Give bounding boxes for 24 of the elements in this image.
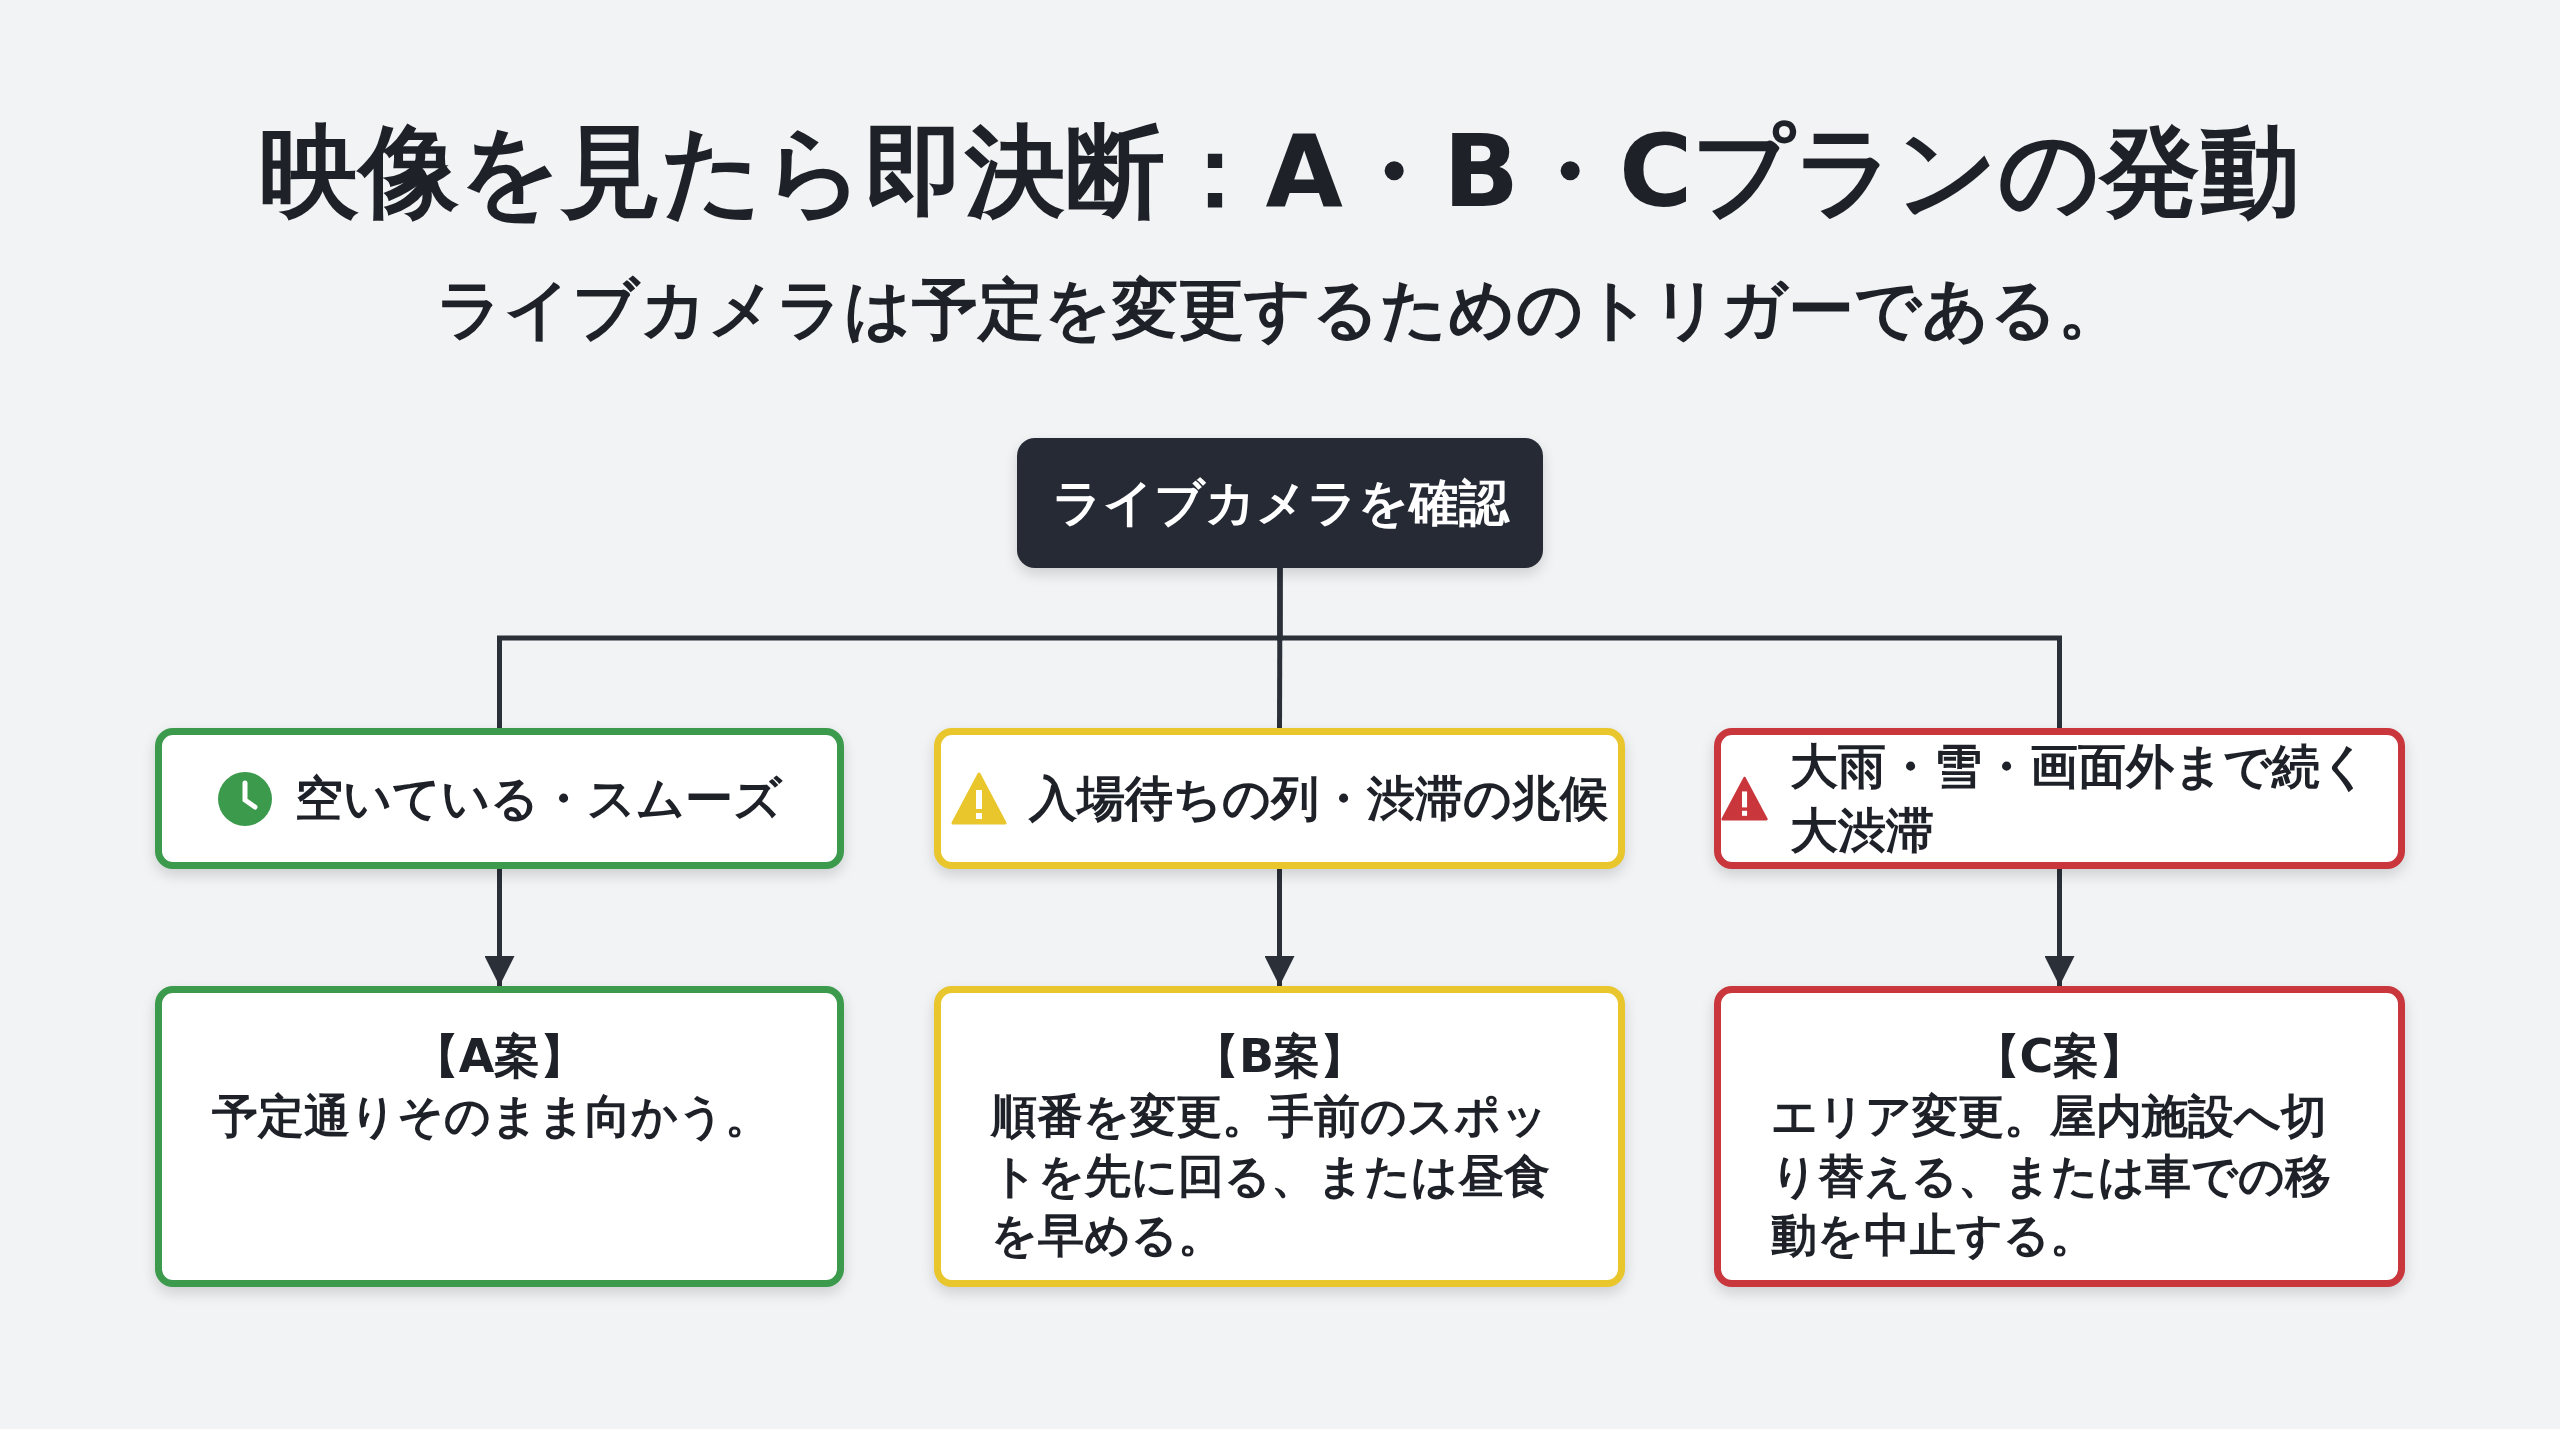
start-box xyxy=(1017,438,1543,568)
condition-label: 大雨・雪・画面外まで続く大渋滞 xyxy=(1790,736,2371,860)
condition-box xyxy=(155,728,844,869)
plan-text: 順番を変更。手前のスポットを先に回る、または昼食を早める。 xyxy=(991,1087,1551,1265)
subtitle: ライブカメラは予定を変更するためのトリガーである。 xyxy=(435,270,2125,350)
plan-text: エリア変更。屋内施設へ切り替える、または車での移動を中止する。 xyxy=(1771,1087,2332,1265)
plan-heading: 【A案】 xyxy=(411,1028,588,1085)
box-label: ライブカメラを確認 xyxy=(1051,472,1509,534)
plan-box xyxy=(934,986,1625,1287)
plan-heading: 【B案】 xyxy=(1191,1028,1368,1085)
condition-label: 空いている・スムーズ xyxy=(295,768,782,828)
plan-box xyxy=(1714,986,2405,1287)
plan-box xyxy=(155,986,844,1287)
plan-heading: 【C案】 xyxy=(1972,1028,2147,1085)
arrow xyxy=(484,869,515,986)
connector-line xyxy=(1277,568,2062,728)
arrow xyxy=(1264,869,1295,986)
title: 映像を見たら即決断：A・B・Cプランの発動 xyxy=(258,112,2302,232)
plan-text: 予定通りそのまま向かう。 xyxy=(212,1087,772,1145)
connector-line xyxy=(1277,568,1283,728)
arrow xyxy=(2044,869,2075,986)
condition-label: 入場待ちの列・渋滞の兆候 xyxy=(1029,768,1608,828)
condition-box xyxy=(934,728,1625,869)
condition-box xyxy=(1714,728,2405,869)
